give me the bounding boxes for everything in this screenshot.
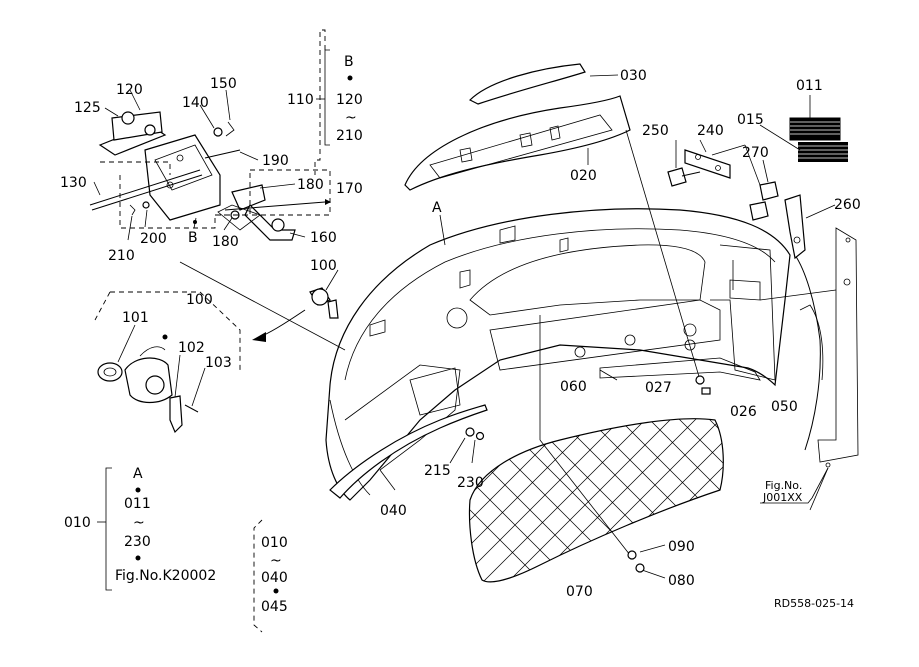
group-010-number: 010 [64, 515, 91, 531]
lock-small [309, 287, 339, 319]
group-010-tilde: ~ [133, 515, 145, 531]
seal-strip-050 [794, 254, 821, 451]
callout-102: 102 [178, 340, 205, 356]
callout-070: 070 [566, 584, 593, 600]
bolt-250 [667, 167, 701, 187]
group-110-number: 110 [287, 92, 314, 108]
callout-027: 027 [645, 380, 672, 396]
label-015 [798, 142, 848, 162]
callout-101: 101 [122, 310, 149, 326]
drawing-code: RD558-025-14 [774, 597, 854, 610]
callout-100-exploded: 100 [186, 292, 213, 308]
callout-140: 140 [182, 95, 209, 111]
callout-260: 260 [834, 197, 861, 213]
callout-090: 090 [668, 539, 695, 555]
label-011 [790, 118, 840, 140]
callout-020: 020 [570, 168, 597, 184]
range-tilde: ~ [270, 553, 282, 569]
group-110-to: 210 [336, 128, 363, 144]
callout-270: 270 [742, 145, 769, 161]
callout-120: 120 [116, 82, 143, 98]
ref-a-main: A [432, 200, 442, 216]
lock-exploded [97, 346, 199, 434]
group-010-ref: A [133, 466, 143, 482]
callout-011: 011 [796, 78, 823, 94]
range-mid: 040 [261, 570, 288, 586]
front-cover-main [325, 208, 791, 501]
callout-230: 230 [457, 475, 484, 491]
trim-040 [329, 404, 488, 499]
group-010-from: 011 [124, 496, 151, 512]
callout-125: 125 [74, 100, 101, 116]
fig-ref-line1: Fig.No. [765, 479, 802, 492]
callout-170: 170 [336, 181, 363, 197]
callout-180-upper: 180 [297, 177, 324, 193]
bolt-270 [749, 181, 779, 221]
callout-150: 150 [210, 76, 237, 92]
side-plate-right [817, 227, 859, 468]
range-from: 010 [261, 535, 288, 551]
callout-080: 080 [668, 573, 695, 589]
callout-250: 250 [642, 123, 669, 139]
callout-103: 103 [205, 355, 232, 371]
callout-160: 160 [310, 230, 337, 246]
latch-assembly [89, 111, 296, 241]
group-110-tilde: ~ [345, 110, 357, 126]
callout-026: 026 [730, 404, 757, 420]
range-to: 045 [261, 599, 288, 615]
callout-190: 190 [262, 153, 289, 169]
group-010-to: 230 [124, 534, 151, 550]
bracket-260 [784, 194, 806, 260]
callout-210: 210 [108, 248, 135, 264]
group-110-ref: B [344, 54, 354, 70]
fig-ref-line2: J001XX [762, 491, 803, 504]
panel-020 [404, 95, 631, 191]
ref-b-latch: B [188, 230, 198, 246]
group-110-from: 120 [336, 92, 363, 108]
callout-040: 040 [380, 503, 407, 519]
group-010-fig: Fig.No.K20002 [115, 568, 216, 584]
callout-060: 060 [560, 379, 587, 395]
callout-100-small: 100 [310, 258, 337, 274]
callout-215: 215 [424, 463, 451, 479]
callout-180-lower: 180 [212, 234, 239, 250]
bracket-240 [684, 149, 731, 179]
strip-030 [468, 63, 586, 105]
strip-060 [599, 357, 761, 381]
callout-050: 050 [771, 399, 798, 415]
callout-030: 030 [620, 68, 647, 84]
callout-130: 130 [60, 175, 87, 191]
callout-240: 240 [697, 123, 724, 139]
callout-200: 200 [140, 231, 167, 247]
callout-015: 015 [737, 112, 764, 128]
